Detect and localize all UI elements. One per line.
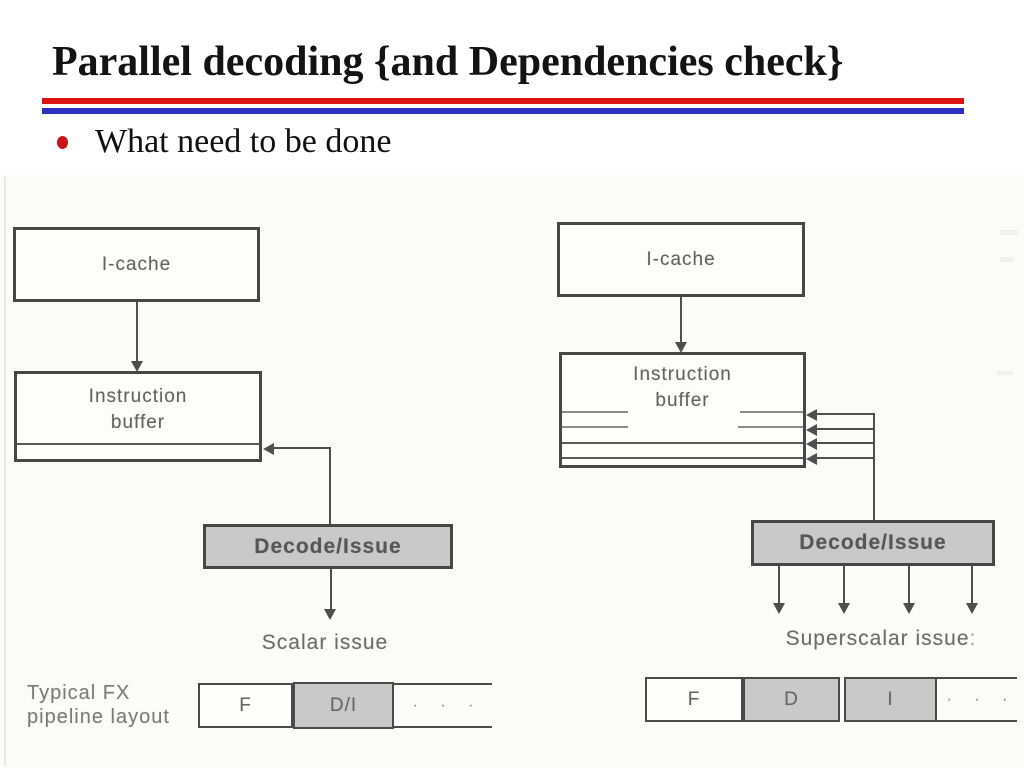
caption-line1: Typical FX [27, 682, 131, 704]
icache-box-right: I-cache [557, 222, 805, 297]
scan-smudge-artifact [1000, 230, 1018, 235]
buffer-slot-line [740, 411, 803, 413]
arrow-line-scalar-issue [330, 569, 332, 609]
buffer-entry-line [816, 428, 875, 430]
arrowhead-down-icon [838, 603, 850, 614]
arrow-line-superscalar-issue [971, 566, 973, 603]
arrowhead-left-icon [806, 424, 817, 436]
buffer-slot-line [17, 443, 259, 445]
scalar-issue-label: Scalar issue [261, 631, 389, 654]
instruction-buffer-box-right: Instruction buffer [559, 352, 806, 468]
arrowhead-down-icon [324, 609, 336, 620]
arrowhead-down-icon [966, 603, 978, 614]
pipeline-caption: Typical FX pipeline layout [27, 681, 170, 729]
pipeline-cell-fetch-left: F [198, 683, 293, 728]
buffer-slot-line [562, 457, 803, 459]
figure-scan: I-cache Instruction buffer Decode/Issue … [0, 175, 1024, 768]
scan-colon-artifact: : [969, 627, 977, 650]
superscalar-issue-label: Superscalar issue: [746, 627, 1016, 651]
arrow-line-superscalar-issue [843, 566, 845, 603]
buffer-label-line1: Instruction [633, 364, 732, 385]
icache-label-right: I-cache [646, 248, 716, 270]
pipeline-cell-continuation-left: · · · [394, 683, 492, 728]
arrowhead-left-icon [806, 409, 817, 421]
pipeline-cell-decode-right: D [743, 677, 840, 722]
title-rule-red [42, 98, 964, 104]
arrowhead-down-icon [903, 603, 915, 614]
arrow-line-superscalar-issue [908, 566, 910, 603]
bullet-text: What need to be done [95, 123, 392, 160]
feedback-line-vertical-right [873, 413, 875, 520]
feedback-line-horizontal-left [273, 447, 330, 449]
buffer-slot-line [562, 411, 628, 413]
pipeline-cell-fetch-right: F [645, 677, 743, 722]
icache-box-left: I-cache [13, 227, 260, 302]
pipeline-cell-decode-issue-left: D/I [293, 682, 394, 729]
buffer-label-line2: buffer [110, 411, 166, 433]
arrowhead-down-icon [131, 361, 143, 372]
bullet-marker-icon [57, 136, 68, 149]
ellipsis-dots: · · · [412, 696, 483, 714]
page-title: Parallel decoding {and Dependencies chec… [52, 39, 844, 85]
icache-label-left: I-cache [101, 253, 172, 275]
arrowhead-left-icon [263, 443, 274, 455]
decode-issue-label-right: Decode/Issue [799, 531, 947, 554]
decode-issue-box-left: Decode/Issue [203, 524, 453, 569]
scan-smudge-artifact [1000, 257, 1014, 262]
pipeline-cell-issue-right: I [844, 677, 937, 722]
arrow-line-icache-to-buffer-left [136, 302, 138, 362]
arrowhead-left-icon [806, 453, 817, 465]
instruction-buffer-label-right: Instruction buffer [633, 362, 732, 414]
buffer-entry-line [816, 457, 875, 459]
buffer-slot-line [562, 426, 628, 428]
caption-line2: pipeline layout [27, 706, 170, 728]
arrowhead-down-icon [675, 342, 687, 353]
decode-issue-label-left: Decode/Issue [254, 534, 402, 558]
buffer-slot-line [738, 426, 803, 428]
buffer-slot-line [562, 442, 803, 444]
buffer-entry-line [816, 413, 875, 415]
buffer-entry-line [816, 442, 875, 444]
ellipsis-dots: · · · [946, 690, 1017, 708]
instruction-buffer-label-left: Instruction buffer [89, 384, 188, 436]
arrow-line-superscalar-issue [778, 566, 780, 603]
decode-issue-box-right: Decode/Issue [751, 520, 995, 566]
arrowhead-down-icon [773, 603, 785, 614]
scan-edge-artifact [4, 177, 6, 766]
instruction-buffer-box-left: Instruction buffer [14, 371, 262, 462]
title-rule-blue [42, 108, 964, 114]
superscalar-issue-text: Superscalar issue [785, 627, 970, 650]
buffer-label-line2: buffer [655, 390, 710, 411]
arrow-line-icache-to-buffer-right [680, 297, 682, 342]
scan-smudge-artifact [997, 371, 1013, 375]
feedback-line-vertical-left [329, 447, 331, 525]
pipeline-cell-continuation-right: · · · [937, 677, 1017, 722]
buffer-label-line1: Instruction [88, 385, 188, 407]
arrowhead-left-icon [806, 438, 817, 450]
